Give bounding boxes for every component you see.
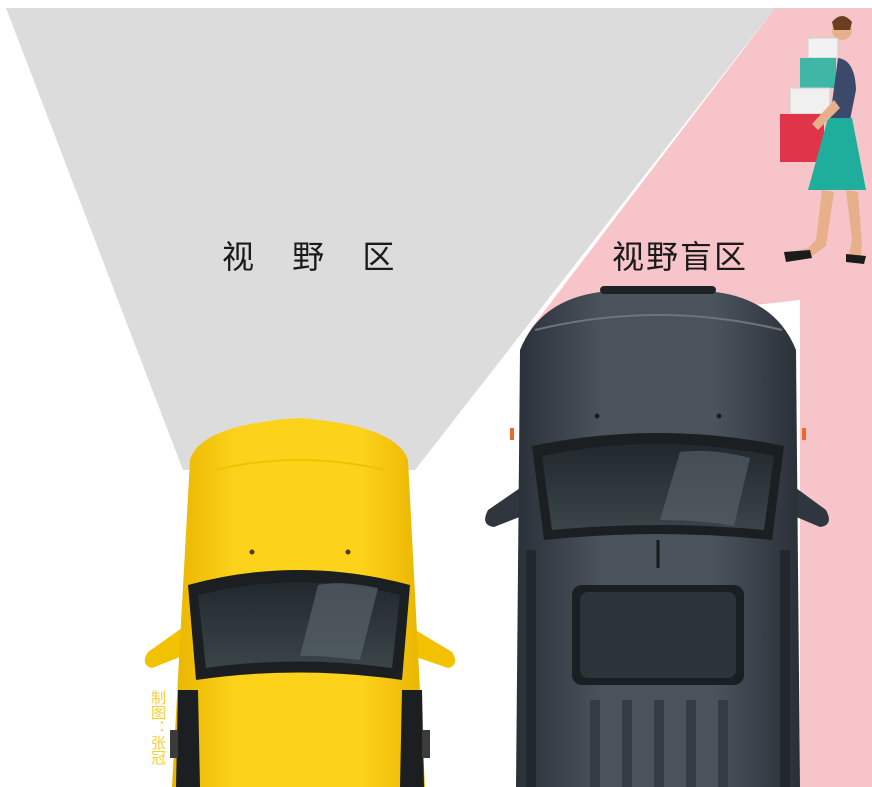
field-of-view-label: 视 野 区 [222, 238, 409, 276]
yellow-car-icon [144, 418, 456, 787]
blind-spot-label: 视野盲区 [612, 238, 749, 276]
dark-suv-icon [485, 286, 829, 787]
credit-text: 制图：张冠 [149, 690, 167, 765]
field-of-view-zone [6, 8, 775, 470]
woman-carrying-boxes-icon [780, 16, 866, 264]
blind-spot-zone [530, 8, 872, 787]
